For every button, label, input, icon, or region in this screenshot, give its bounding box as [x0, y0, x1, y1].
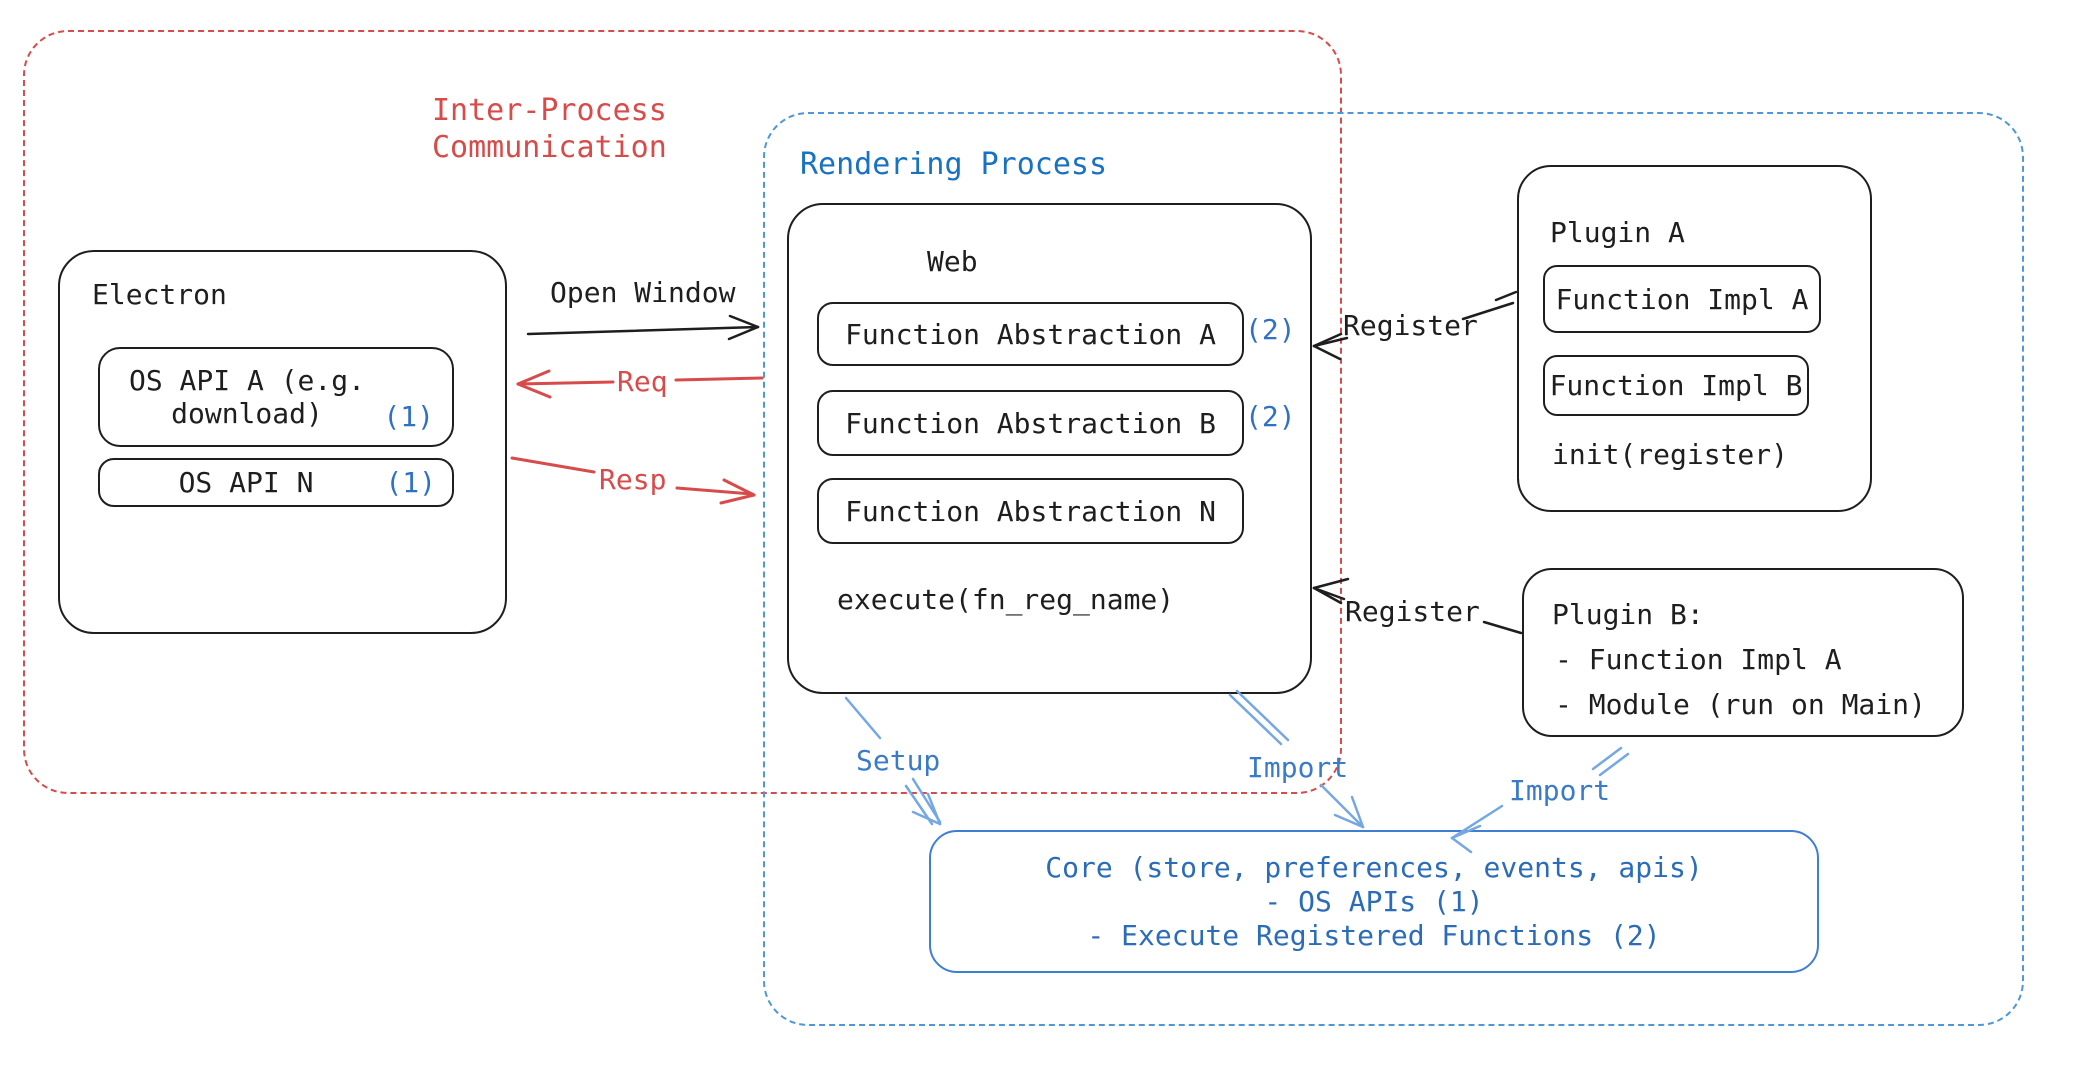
plugin-b-box — [1522, 568, 1964, 737]
function-abstraction-b-badge: (2) — [1245, 400, 1296, 433]
function-abstraction-a-badge: (2) — [1245, 313, 1296, 346]
register-bottom-label: Register — [1345, 595, 1480, 628]
electron-title: Electron — [92, 278, 227, 311]
function-abstraction-n-box: Function Abstraction N — [817, 478, 1244, 544]
ipc-label-line2: Communication — [432, 130, 667, 165]
rendering-group-box — [763, 112, 2024, 1026]
core-line-2: - OS APIs (1) — [1264, 884, 1484, 918]
os-api-a-badge: (1) — [383, 400, 434, 433]
function-impl-a-box: Function Impl A — [1543, 265, 1821, 333]
os-api-a-box: OS API A (e.g.download) (1) — [98, 347, 454, 447]
ipc-label-line1: Inter-Process — [432, 93, 667, 128]
import-web-label: Import — [1247, 751, 1349, 784]
plugin-b-item-2: - Module (run on Main) — [1555, 688, 1926, 721]
plugin-a-init-label: init(register) — [1552, 438, 1789, 471]
plugin-a-title: Plugin A — [1550, 216, 1685, 249]
ipc-group-box — [23, 30, 1342, 794]
function-abstraction-b-box: Function Abstraction B — [817, 390, 1244, 456]
register-top-label: Register — [1343, 309, 1478, 342]
core-line-1: Core (store, preferences, events, apis) — [1045, 850, 1703, 884]
rendering-group-label: Rendering Process — [800, 147, 1108, 182]
os-api-n-badge: (1) — [385, 466, 436, 499]
setup-label: Setup — [856, 744, 941, 777]
os-api-n-label: OS API N — [178, 466, 314, 499]
function-impl-b-box: Function Impl B — [1543, 355, 1809, 416]
open-window-label: Open Window — [550, 276, 736, 309]
plugin-a-box — [1517, 165, 1872, 512]
web-execute-label: execute(fn_reg_name) — [837, 583, 1175, 616]
req-label: Req — [617, 365, 668, 398]
os-api-a-label: OS API A (e.g.download) — [128, 364, 365, 430]
core-line-3: - Execute Registered Functions (2) — [1087, 918, 1661, 952]
resp-label: Resp — [599, 463, 667, 496]
os-api-n-box: OS API N (1) — [98, 458, 454, 507]
plugin-b-title: Plugin B: — [1552, 598, 1704, 631]
web-title: Web — [927, 245, 978, 278]
import-plugin-label: Import — [1509, 774, 1611, 807]
plugin-b-item-1: - Function Impl A — [1555, 643, 1842, 676]
function-abstraction-a-box: Function Abstraction A — [817, 302, 1244, 366]
core-box: Core (store, preferences, events, apis) … — [929, 830, 1819, 973]
